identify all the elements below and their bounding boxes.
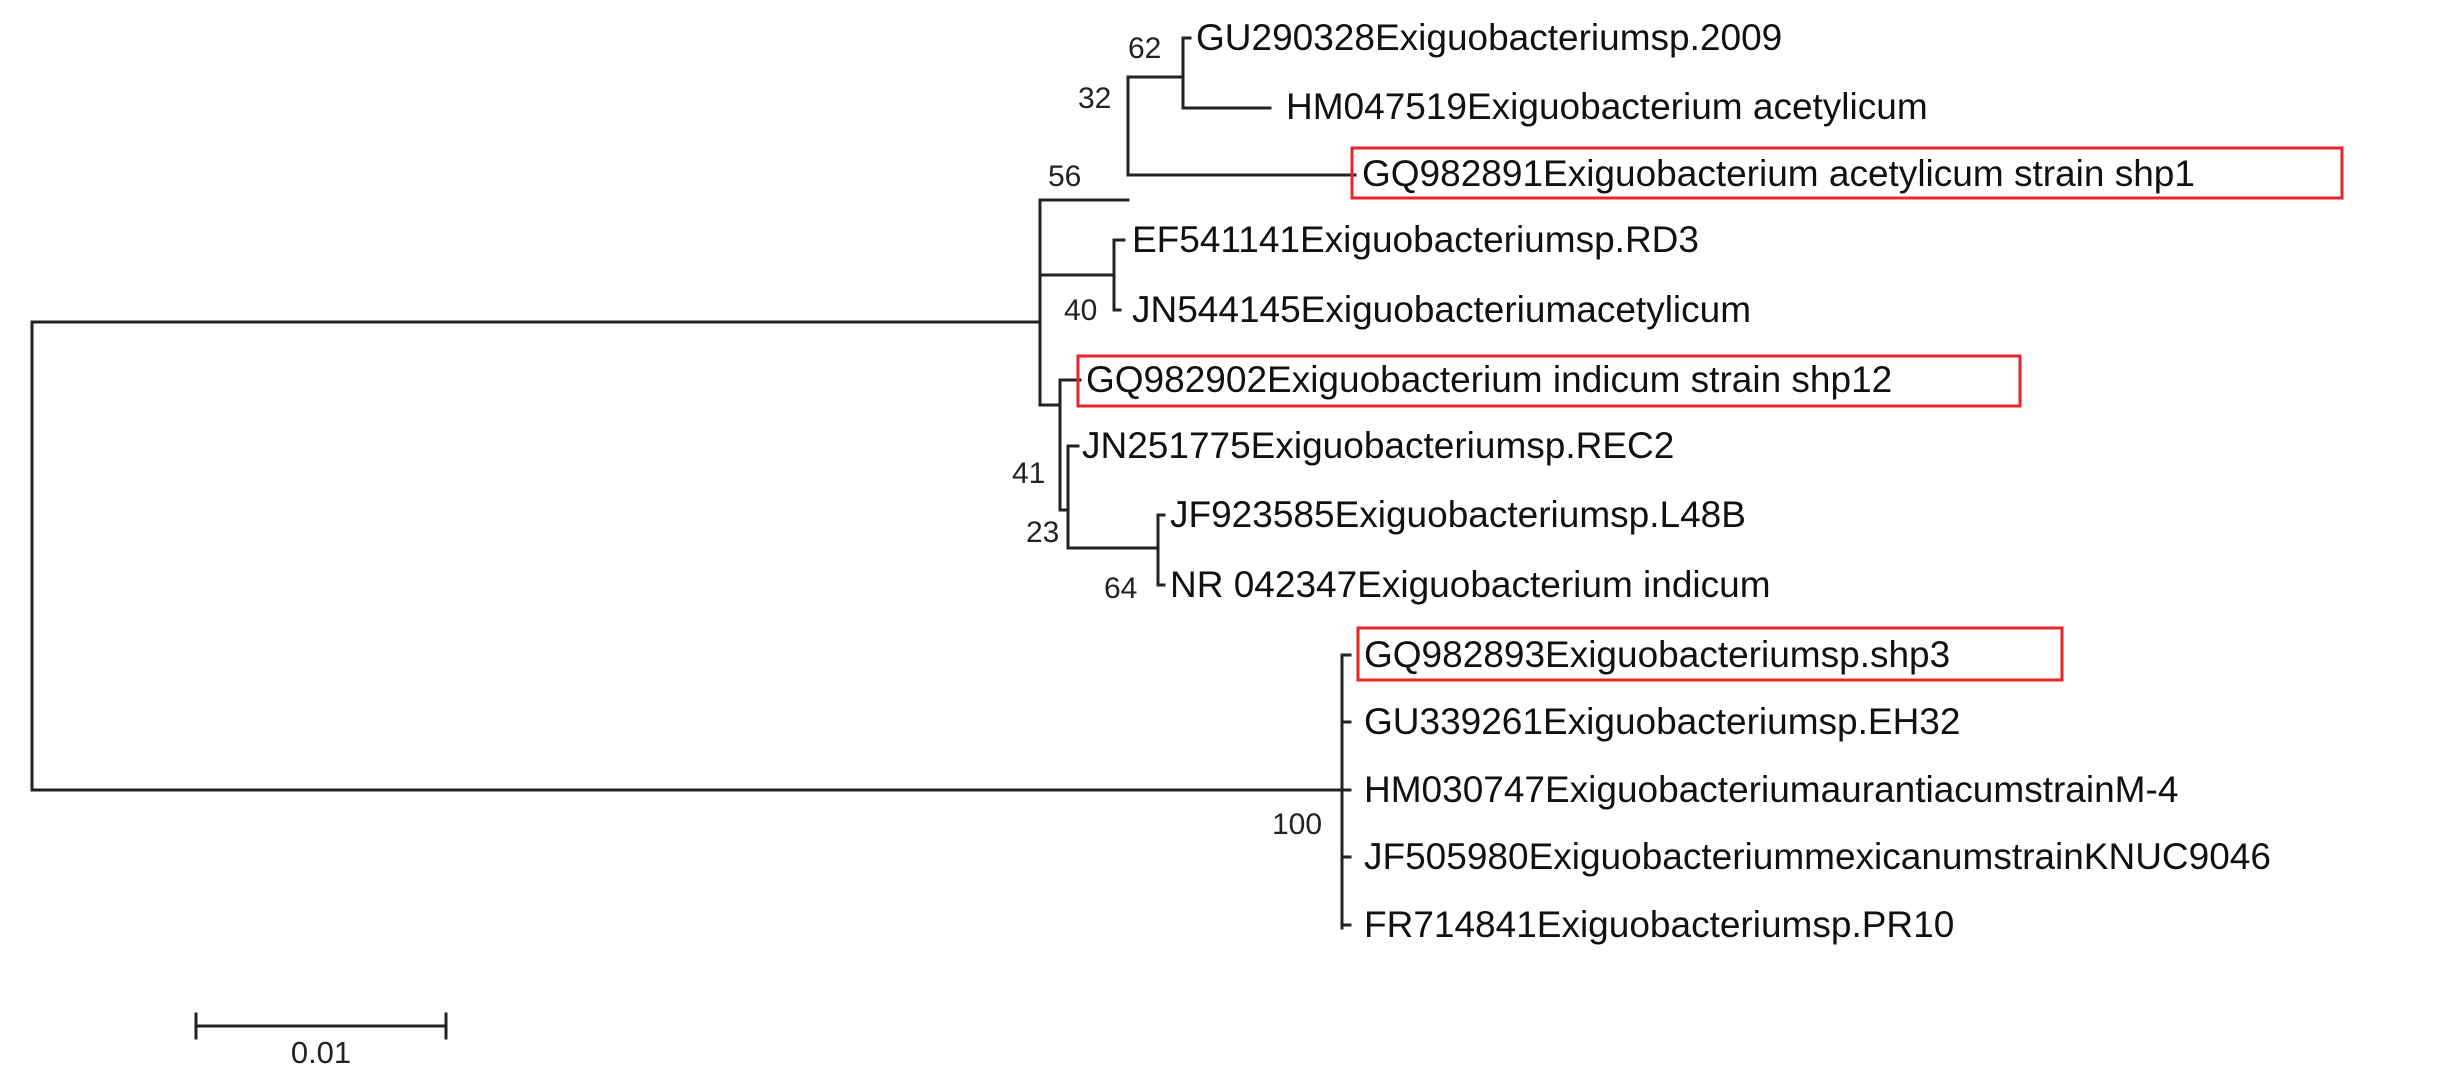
bootstrap-value: 56 [1048, 160, 1081, 193]
taxon-label: NR 042347Exiguobacterium indicum [1170, 564, 1771, 605]
highlight-boxes [1076, 146, 2344, 682]
bootstrap-values: 62 32 56 40 41 23 64 100 [1012, 32, 1322, 841]
taxon-label: GQ982891Exiguobacterium acetylicum strai… [1362, 153, 2195, 194]
bootstrap-value: 64 [1104, 572, 1137, 605]
taxon-label: JN544145Exiguobacteriumacetylicum [1132, 289, 1751, 330]
bootstrap-value: 62 [1128, 32, 1161, 65]
bootstrap-value: 32 [1078, 82, 1111, 115]
bootstrap-value: 40 [1064, 294, 1097, 327]
bootstrap-value: 41 [1012, 457, 1045, 490]
scale-bar-label: 0.01 [291, 1035, 351, 1065]
bootstrap-value: 100 [1272, 808, 1322, 841]
taxon-label: GU290328Exiguobacteriumsp.2009 [1196, 17, 1782, 58]
taxon-label: JF505980ExiguobacteriummexicanumstrainKN… [1364, 836, 2271, 877]
taxon-label: GU339261Exiguobacteriumsp.EH32 [1364, 701, 1960, 742]
bootstrap-value: 23 [1026, 516, 1059, 549]
taxon-label: JF923585Exiguobacteriumsp.L48B [1170, 494, 1746, 535]
taxon-labels: GU290328Exiguobacteriumsp.2009 HM047519E… [1082, 17, 2271, 945]
taxon-label: GQ982893Exiguobacteriumsp.shp3 [1364, 634, 1950, 675]
tree-branches [30, 36, 1357, 930]
taxon-label: FR714841Exiguobacteriumsp.PR10 [1364, 904, 1954, 945]
highlight-box-t10 [1356, 626, 2064, 682]
scale-bar: 0.01 [194, 1012, 448, 1065]
taxon-label: EF541141Exiguobacteriumsp.RD3 [1132, 219, 1699, 260]
highlight-box-t6 [1076, 354, 2022, 408]
taxon-label: HM047519Exiguobacterium acetylicum [1286, 86, 1928, 127]
taxon-label: GQ982902Exiguobacterium indicum strain s… [1086, 359, 1892, 400]
highlight-box-t3 [1350, 146, 2344, 200]
taxon-label: HM030747Exiguobacteriumaurantiacumstrain… [1364, 769, 2178, 810]
taxon-label: JN251775Exiguobacteriumsp.REC2 [1082, 425, 1674, 466]
